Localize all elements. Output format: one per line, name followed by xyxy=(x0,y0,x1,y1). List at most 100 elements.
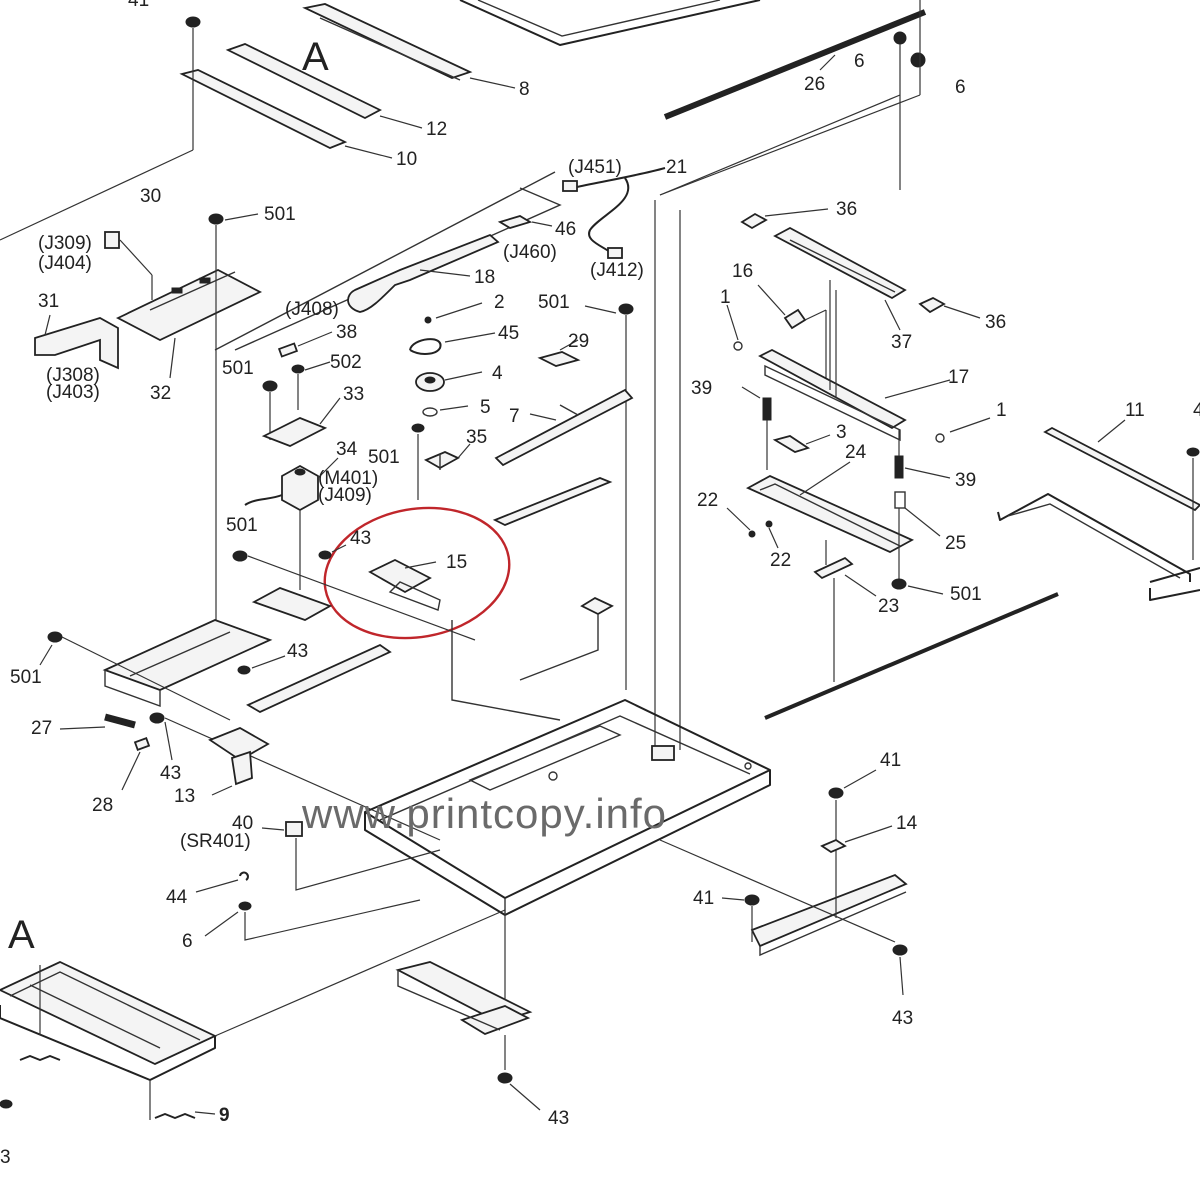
label-43: 43 xyxy=(892,1008,913,1029)
label-5: 5 xyxy=(480,397,491,418)
screw-43-mid xyxy=(149,712,441,841)
part-8-rail xyxy=(302,3,516,89)
label-28: 28 xyxy=(92,795,113,816)
screw-502 xyxy=(291,361,331,410)
flat-cable-outline xyxy=(214,171,562,351)
label-36: 36 xyxy=(836,199,857,220)
pulley-6-b xyxy=(659,0,926,196)
label-14: 14 xyxy=(896,813,918,834)
label-21: 21 xyxy=(666,157,687,178)
part-33-bracket xyxy=(261,397,341,447)
paper-pads xyxy=(451,477,614,721)
label-j309: (J309) xyxy=(38,233,92,254)
part-1-pin-a xyxy=(726,304,743,351)
harness-21 xyxy=(562,167,666,259)
label-31: 31 xyxy=(38,291,59,312)
label-37: 37 xyxy=(891,332,912,353)
label-22: 22 xyxy=(770,550,791,571)
screw-501-right-lower xyxy=(891,578,944,595)
part-1-pin-b xyxy=(935,417,991,443)
part-24-base xyxy=(745,461,915,554)
label-j409: (J409) xyxy=(318,485,372,506)
label-41: 41 xyxy=(693,888,714,909)
label-9: 9 xyxy=(219,1105,230,1126)
highlight-circle-15 xyxy=(323,506,511,640)
label-6: 6 xyxy=(854,51,865,72)
label-j404: (J404) xyxy=(38,253,92,274)
section-a-assembly xyxy=(0,909,506,1120)
part-11-rail xyxy=(1043,419,1200,560)
label-j460: (J460) xyxy=(503,242,557,263)
label-46: 46 xyxy=(555,219,576,240)
label-j403: (J403) xyxy=(46,382,100,403)
part-12-strip xyxy=(225,43,423,129)
label-27: 27 xyxy=(31,718,52,739)
part-35-gear-unit xyxy=(423,443,471,470)
part-31-cover xyxy=(34,314,119,370)
label-501: 501 xyxy=(226,515,258,536)
label-39: 39 xyxy=(955,470,976,491)
label-40: 40 xyxy=(232,813,253,834)
label-33: 33 xyxy=(343,384,364,405)
screw-43-circle xyxy=(318,544,347,560)
label-j412: (J412) xyxy=(590,260,644,281)
part-46-connector xyxy=(497,215,553,229)
part-labels: 41 8 12 10 6 26 6 (J451) 21 30 (J309) (J… xyxy=(0,0,1200,1168)
label-39: 39 xyxy=(691,378,712,399)
part-13-bracket xyxy=(208,727,270,796)
label-38: 38 xyxy=(336,322,357,343)
screw-501-right xyxy=(584,303,634,690)
label-501: 501 xyxy=(538,292,570,313)
screw-501-left xyxy=(232,550,476,641)
screw-41-top xyxy=(0,16,201,241)
part-22-a xyxy=(726,507,756,538)
part-29-pad xyxy=(537,339,581,367)
part-26-belt xyxy=(663,9,927,120)
label-6: 6 xyxy=(182,931,193,952)
part-40-sensor xyxy=(261,821,441,891)
part-7-rail xyxy=(494,388,634,467)
label-6: 6 xyxy=(955,77,966,98)
label-j451: (J451) xyxy=(568,157,622,178)
label-41: 41 xyxy=(880,750,901,771)
screw-41-right xyxy=(828,769,877,918)
screw-501-board xyxy=(208,213,259,620)
label-32: 32 xyxy=(150,383,171,404)
label-25: 25 xyxy=(945,533,966,554)
pulley-6-c xyxy=(204,899,421,941)
label-43: 43 xyxy=(350,528,371,549)
part-38-spring xyxy=(277,331,333,358)
watermark: www.printcopy.info xyxy=(301,790,667,837)
label-7: 7 xyxy=(509,406,520,427)
label-502: 502 xyxy=(330,352,362,373)
label-11: 11 xyxy=(1125,400,1145,421)
part-22-b xyxy=(765,520,779,549)
left-frame xyxy=(102,619,273,707)
label-26: 26 xyxy=(804,74,825,95)
label-23: 23 xyxy=(878,596,899,617)
part-3-bracket xyxy=(772,434,831,453)
guide-leaders xyxy=(654,94,901,750)
screw-501-far-left xyxy=(39,631,231,721)
motor-plate xyxy=(251,510,333,621)
label-3: 3 xyxy=(0,1147,11,1168)
label-45: 45 xyxy=(498,323,519,344)
label-17: 17 xyxy=(948,367,969,388)
label-1: 1 xyxy=(720,287,731,308)
label-8: 8 xyxy=(519,79,530,100)
part-27-spring xyxy=(59,713,136,730)
slide-rod xyxy=(764,592,1059,720)
part-4-gear xyxy=(415,371,483,392)
label-16: 16 xyxy=(732,261,753,282)
part-36-clip-b xyxy=(918,296,981,319)
label-4: 4 xyxy=(1193,400,1200,421)
part-14-clip xyxy=(820,825,893,854)
label-501: 501 xyxy=(10,667,42,688)
screw-43-right xyxy=(892,944,908,996)
section-marker-a-top: A xyxy=(302,35,329,79)
label-22: 22 xyxy=(697,490,718,511)
part-37-guide xyxy=(773,226,907,331)
label-501: 501 xyxy=(222,358,254,379)
label-j408: (J408) xyxy=(285,299,339,320)
